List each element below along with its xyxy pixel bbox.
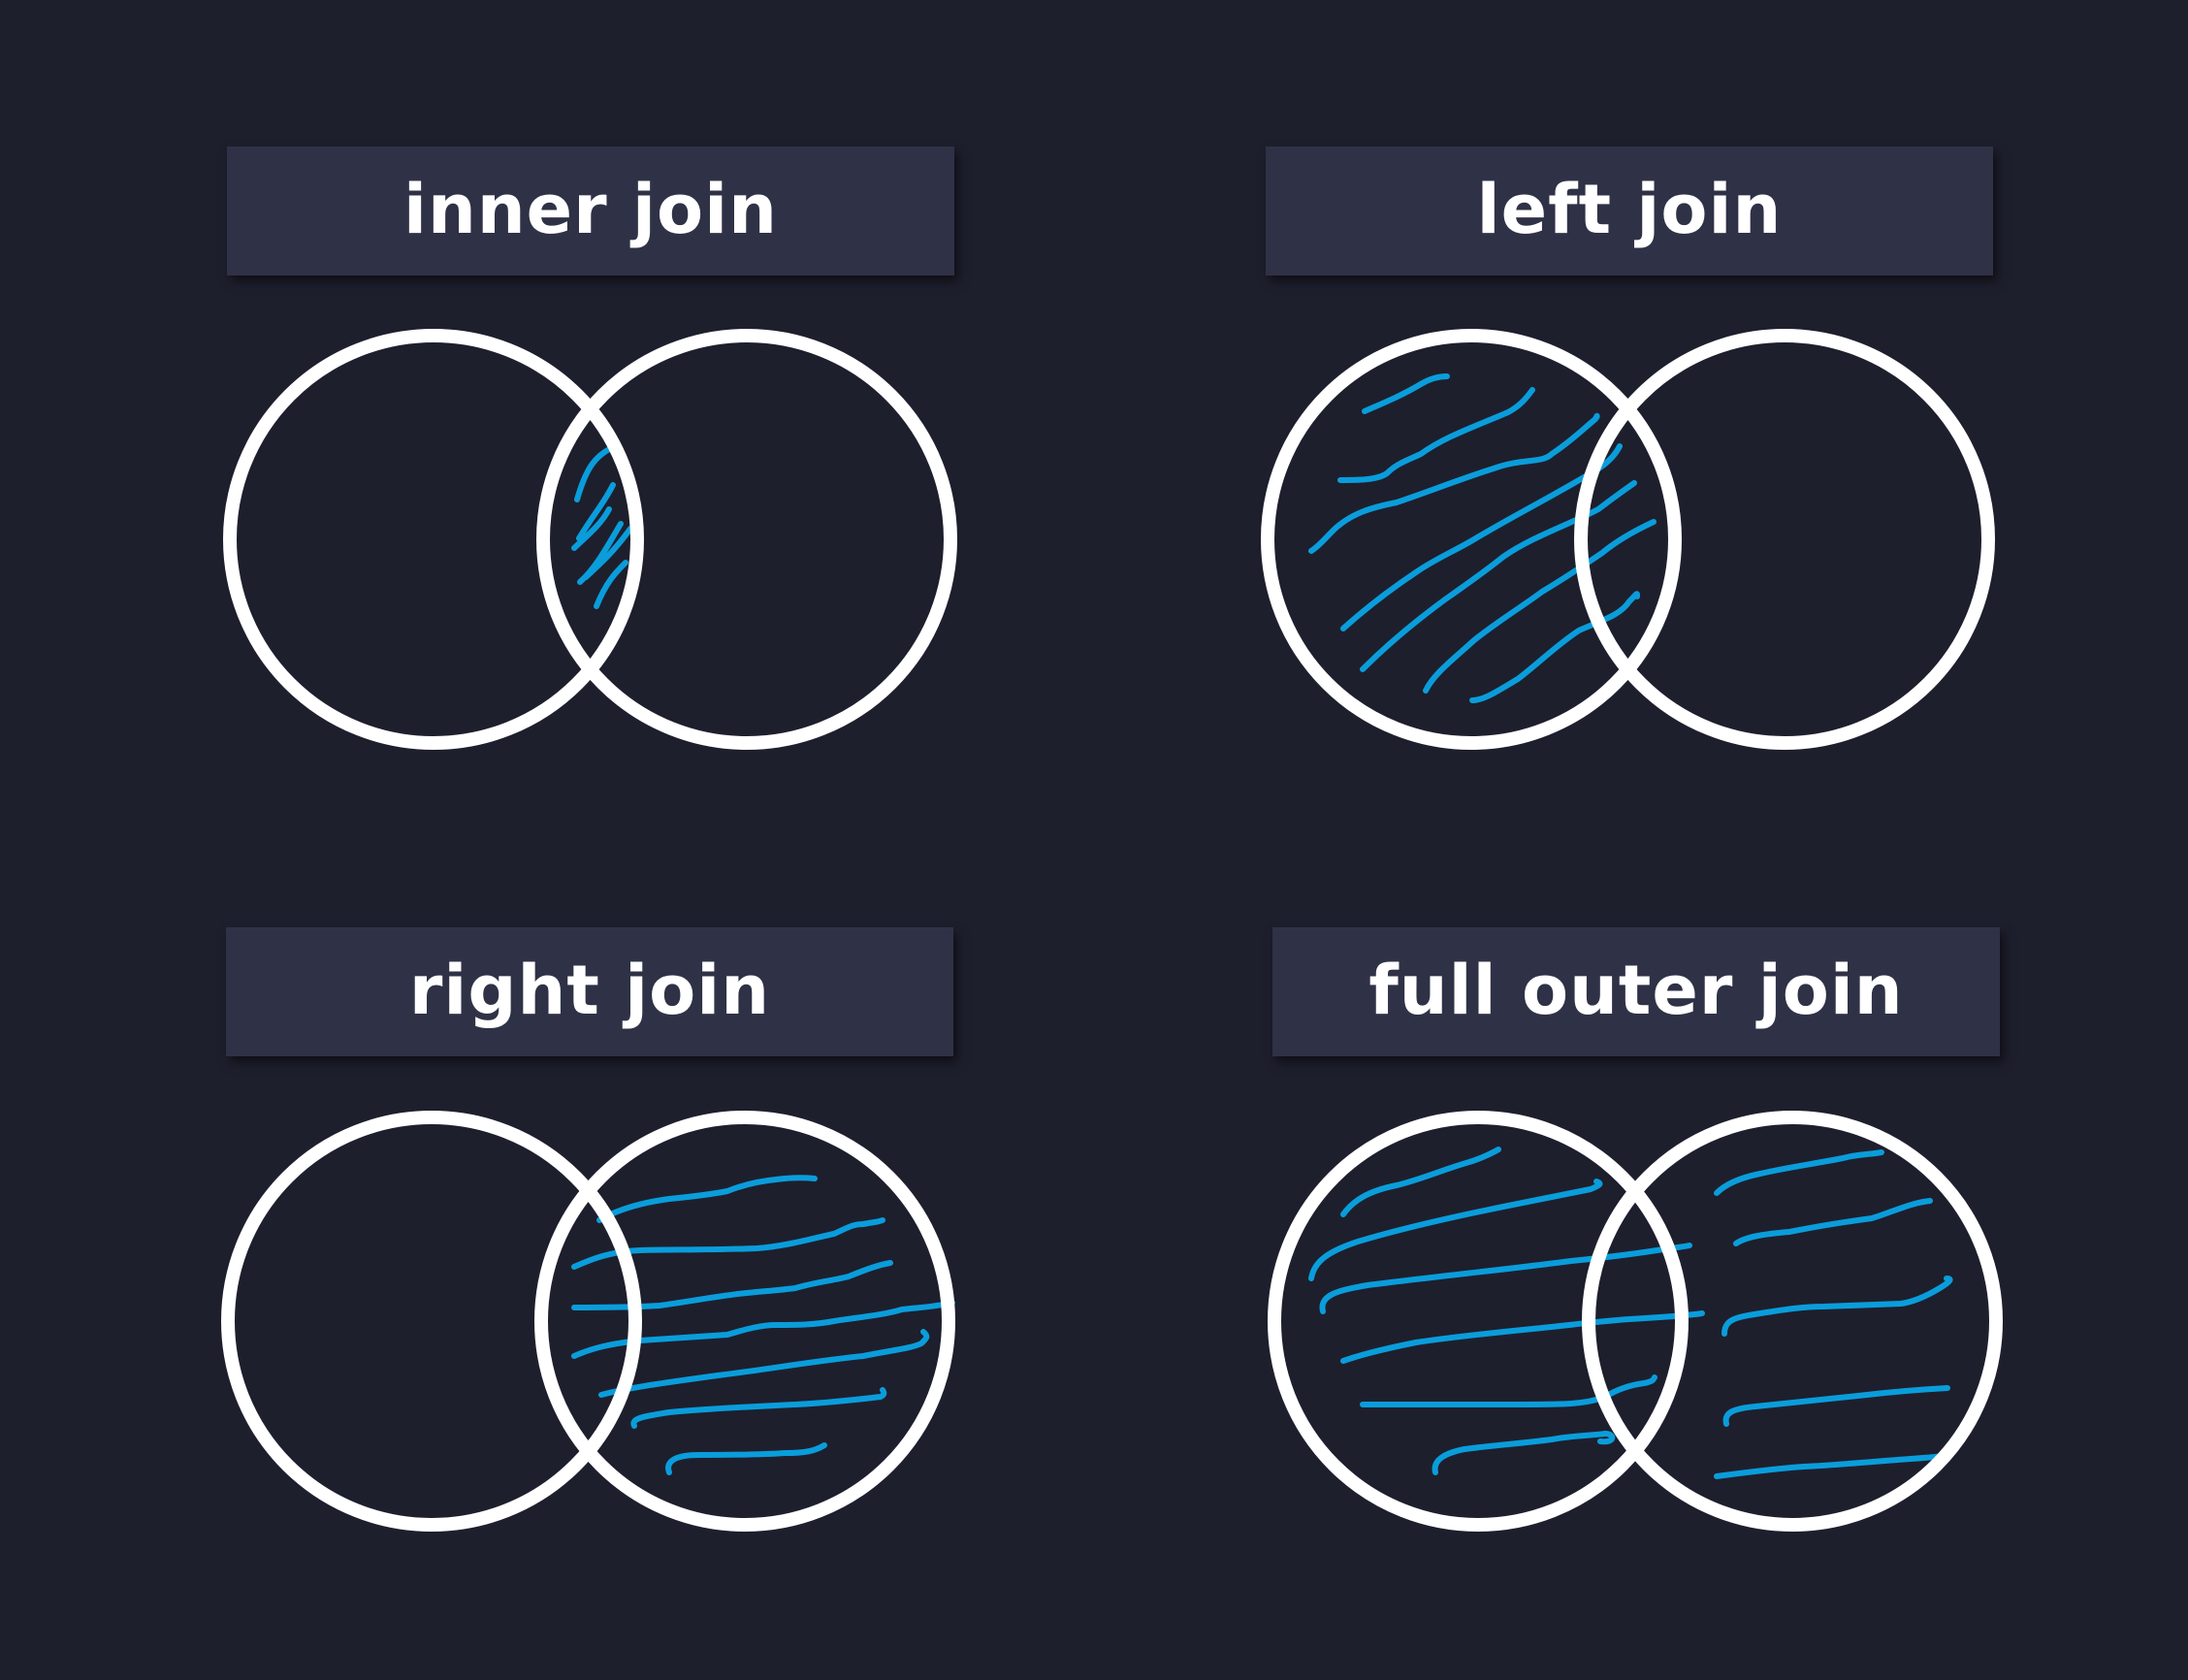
full-outer-join-label-box: full outer join xyxy=(1272,927,2000,1056)
right-join-left-circle xyxy=(221,1111,642,1532)
left-join-right-circle xyxy=(1574,329,1995,750)
right-join-label: right join xyxy=(408,950,771,1030)
inner-join-label-box: inner join xyxy=(227,146,954,275)
inner-join-label: inner join xyxy=(403,169,778,249)
right-join-venn xyxy=(221,1111,955,1532)
full-outer-join-left-circle xyxy=(1268,1111,1689,1532)
inner-join-right-circle xyxy=(536,329,957,750)
inner-join-venn xyxy=(223,329,957,750)
left-join-hatch xyxy=(1308,373,1657,703)
left-join-label: left join xyxy=(1476,169,1783,249)
left-join-left-circle xyxy=(1261,329,1682,750)
inner-join-left-circle xyxy=(223,329,644,750)
full-outer-join-right-circle xyxy=(1582,1111,2003,1532)
full-outer-join-label: full outer join xyxy=(1368,950,1904,1030)
right-join-label-box: right join xyxy=(226,927,953,1056)
left-join-label-box: left join xyxy=(1266,146,1993,275)
right-join-hatch xyxy=(571,1175,955,1475)
inner-join-hatch xyxy=(571,445,633,609)
right-join-right-circle xyxy=(534,1111,955,1532)
full-outer-join-venn xyxy=(1268,1111,2003,1532)
left-join-venn xyxy=(1261,329,1995,750)
